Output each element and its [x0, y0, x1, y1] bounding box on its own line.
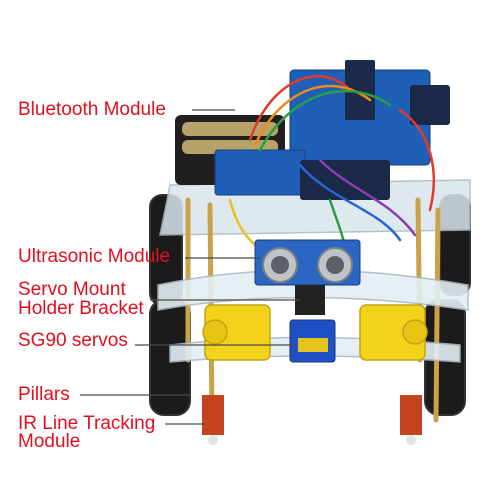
label-holder-bracket: Holder Bracket: [18, 298, 144, 319]
motors: [202, 304, 428, 361]
label-bluetooth-module: Bluetooth Module: [18, 99, 166, 120]
sg90-servo: [289, 319, 336, 363]
label-ir-line-tracking: IR Line Tracking: [18, 413, 156, 434]
ultrasonic-sensor: [254, 239, 361, 286]
label-pillars: Pillars: [18, 384, 70, 405]
ir-tracking-modules: [202, 395, 422, 445]
callout-lines: [80, 109, 300, 425]
label-module: Module: [18, 431, 81, 452]
label-sg90-servos: SG90 servos: [18, 330, 128, 351]
control-boards: [214, 60, 450, 200]
label-servo-mount: Servo Mount: [18, 279, 126, 300]
label-ultrasonic-module: Ultrasonic Module: [18, 246, 171, 267]
